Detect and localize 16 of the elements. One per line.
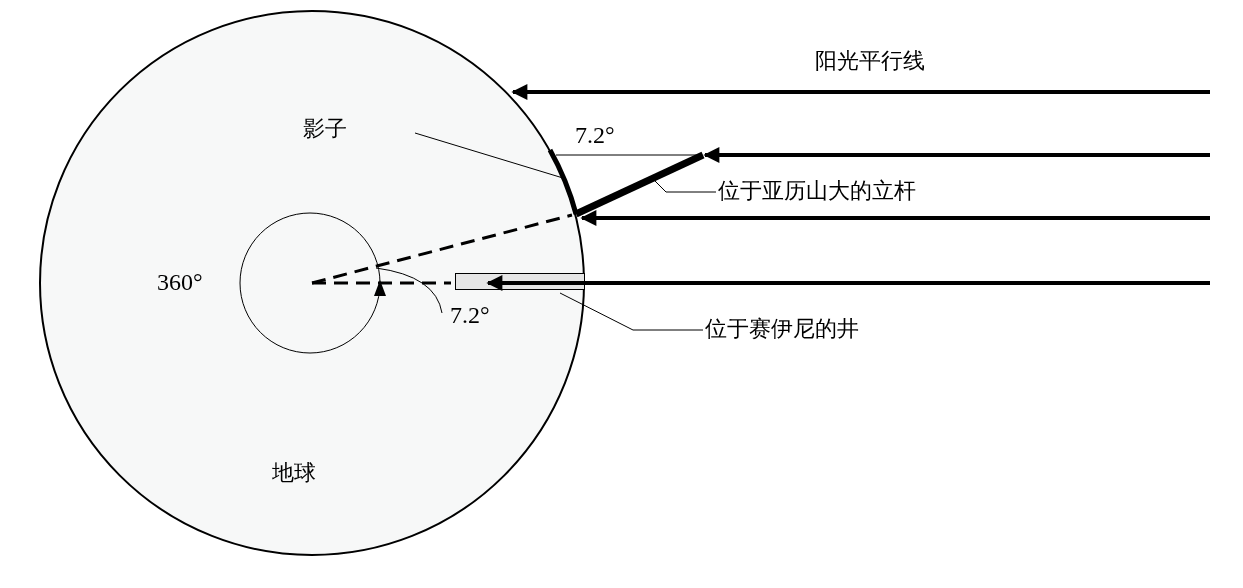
sunlight-arrow: [703, 147, 1210, 163]
sunlight-arrow: [580, 210, 1210, 226]
sunlight-label: 阳光平行线: [815, 50, 925, 72]
angle-label: 360°: [157, 270, 203, 294]
leader-line: [559, 292, 704, 331]
earth-label: 地球: [272, 462, 316, 484]
angle-label: 7.2°: [450, 303, 490, 327]
angle-label: 7.2°: [575, 123, 615, 147]
leader-line: [654, 180, 717, 193]
shadow-label: 影子: [303, 118, 347, 140]
pole-drawing: [574, 151, 705, 218]
sunlight-arrow: [486, 275, 1210, 291]
well-label: 位于赛伊尼的井: [705, 318, 859, 340]
pole-label: 位于亚历山大的立杆: [718, 180, 916, 202]
leader-line: [414, 132, 564, 179]
sunlight-arrow: [511, 84, 1210, 100]
